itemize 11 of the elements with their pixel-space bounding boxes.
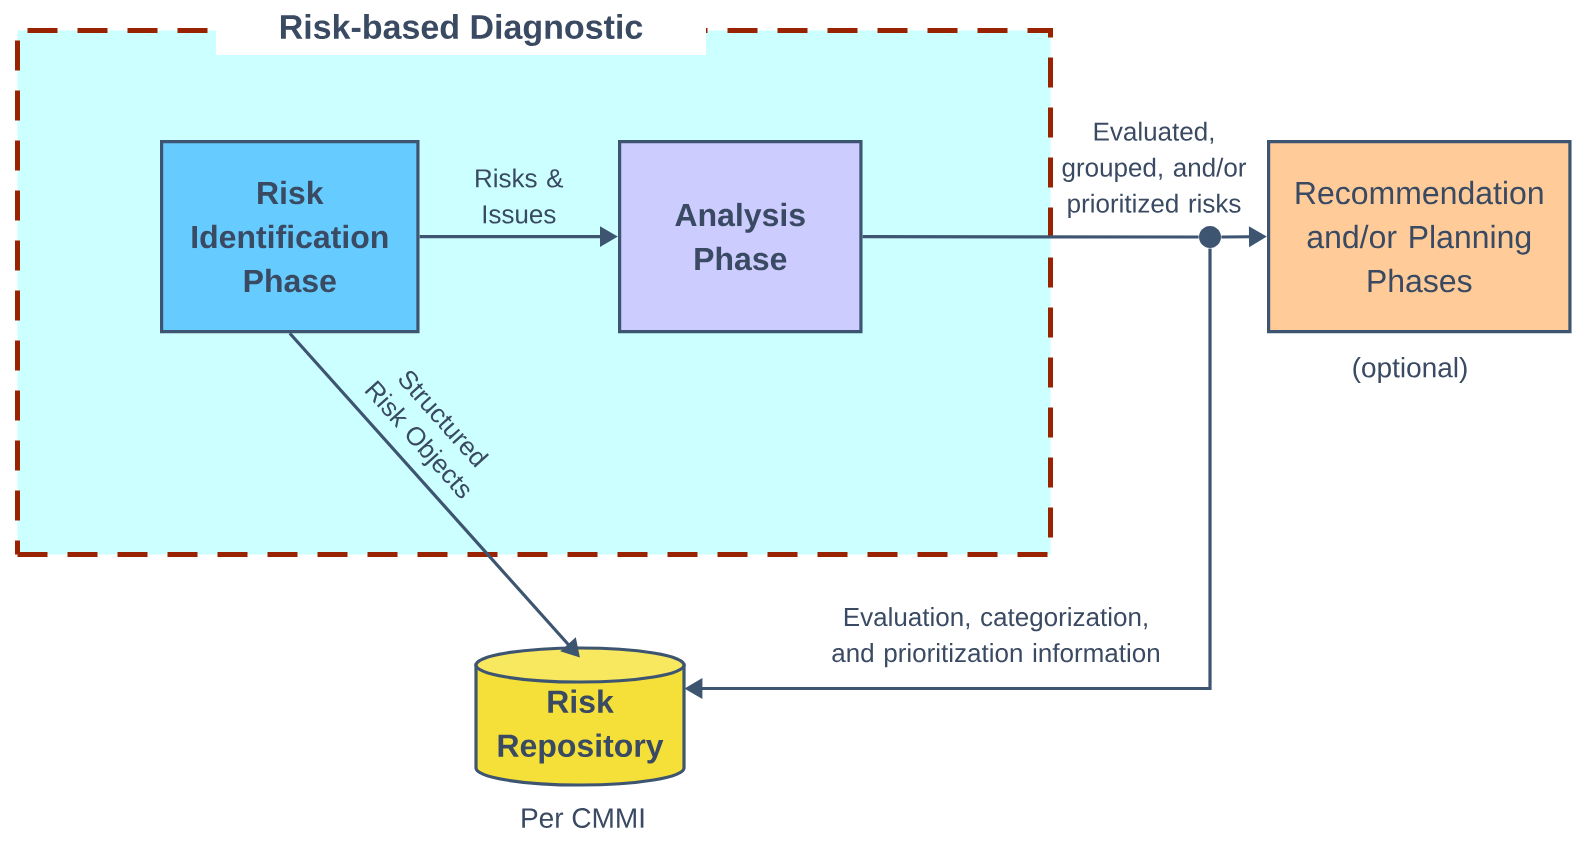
junction-dot (1199, 226, 1221, 248)
phase-box: Risk Identification Phase (160, 140, 420, 334)
edge-label: Evaluated, grouped, and/or prioritized risks (1062, 121, 1247, 218)
edge-label: Risks & Issues (476, 168, 564, 224)
phase-box: Recommendation and/or Planning Phases (1267, 140, 1572, 334)
node-label: Per CMMI (522, 808, 644, 828)
node-label: (optional) (1353, 356, 1467, 384)
edge-label: Evaluation, categorization, and prioritization information (832, 607, 1159, 668)
phase-box: Analysis Phase (618, 140, 863, 334)
database-cylinder: Risk Repository (474, 646, 686, 787)
region-title: Risk-based Diagnostic (216, 5, 706, 55)
